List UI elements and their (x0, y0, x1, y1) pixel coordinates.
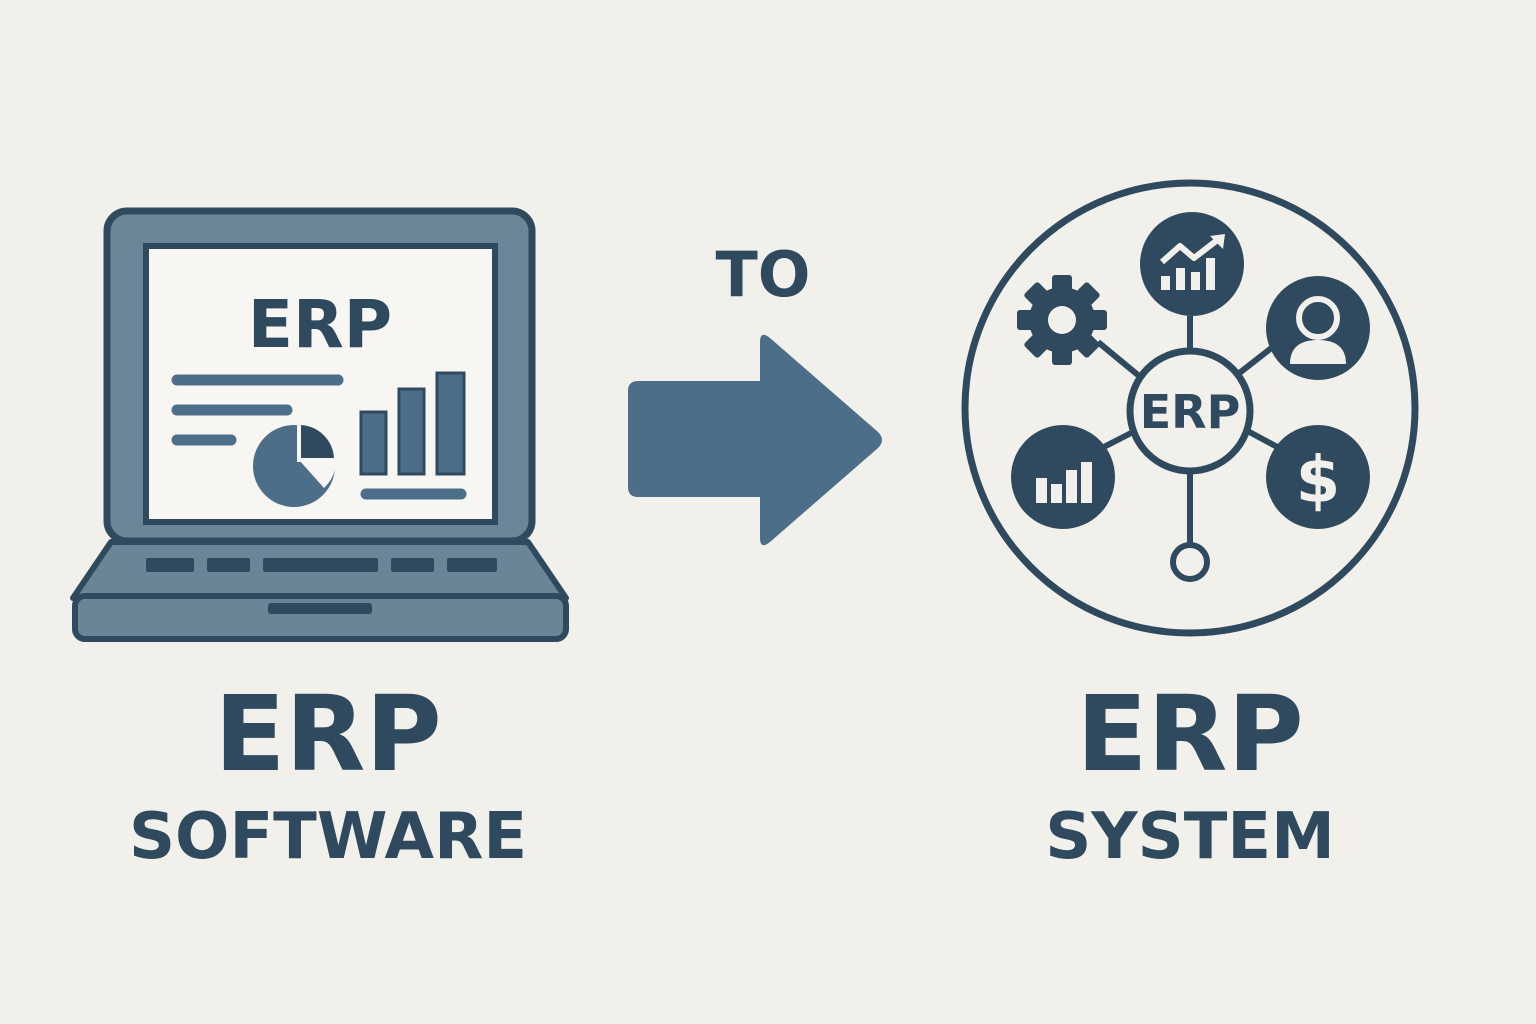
dollar-icon: $ (1266, 425, 1370, 529)
laptop-trackpad-notch (268, 603, 372, 614)
key (263, 558, 378, 572)
arrow-right-icon (628, 334, 882, 546)
node-dot-icon (1170, 542, 1210, 582)
right-title: ERP (1076, 673, 1303, 795)
node-circle (1266, 425, 1370, 529)
key (146, 558, 194, 572)
user-icon (1266, 276, 1370, 380)
svg-text:$: $ (1296, 444, 1341, 518)
right-subtitle: SYSTEM (1045, 800, 1335, 874)
bar (359, 410, 388, 476)
key (447, 558, 497, 572)
node-circle (1266, 276, 1370, 380)
bar-chart-icon (359, 371, 466, 476)
screen-erp-label: ERP (248, 286, 392, 363)
pie-chart-icon (253, 420, 339, 507)
trend-chart-icon (1140, 212, 1244, 316)
network-hub-icon: ERP $ (961, 179, 1419, 637)
key (391, 558, 434, 572)
left-title: ERP (214, 673, 441, 795)
gear-icon (1017, 275, 1107, 365)
left-subtitle: SOFTWARE (129, 800, 527, 874)
keyboard-keys (146, 558, 497, 572)
bar (435, 371, 466, 476)
bar (397, 387, 426, 476)
hub-circle (1126, 347, 1254, 475)
pie-slice (297, 420, 339, 462)
to-label: TO (716, 238, 811, 311)
outer-ring (961, 179, 1419, 637)
spoke (1096, 339, 1146, 383)
node-circle (1011, 425, 1115, 529)
pie-gap (299, 460, 337, 488)
screen-text-lines (171, 374, 467, 500)
key (207, 558, 250, 572)
laptop-base (72, 593, 569, 642)
node-circle (1140, 212, 1244, 316)
laptop-icon: ERP (70, 207, 569, 642)
hub-erp-label: ERP (1140, 385, 1241, 439)
bar-chart-icon (1011, 425, 1115, 529)
